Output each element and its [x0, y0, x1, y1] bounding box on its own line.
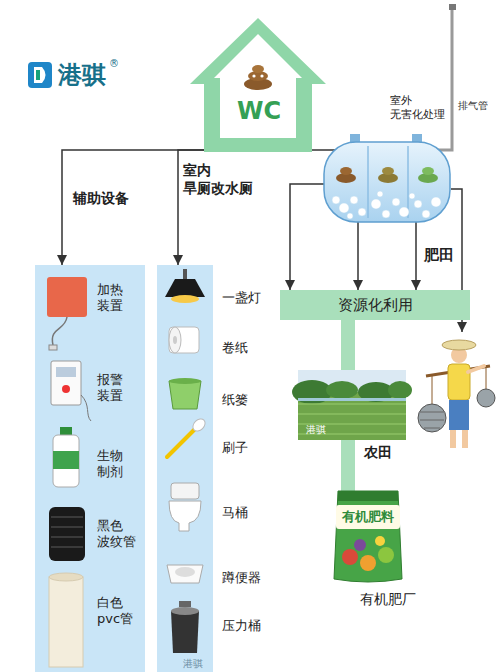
house-wc: WC — [188, 16, 328, 154]
green-bar — [348, 320, 349, 370]
flow-arrow-segment — [62, 150, 204, 265]
panel-heading: 室内 旱厕改水厕 — [183, 162, 257, 197]
fertilizer-bag-shape — [330, 485, 406, 585]
part-name: 报警 装置 — [97, 372, 139, 405]
part-name: 生物 制剂 — [97, 448, 139, 481]
fertilizer-bag: 有机肥料有机肥厂 — [330, 485, 406, 585]
process-label: 资源化利用 — [280, 290, 470, 320]
logo-icon — [28, 62, 52, 88]
part-name: 卷纸 — [222, 340, 248, 356]
reuse-box: 资源化利用 — [280, 290, 470, 320]
registered-mark: ® — [109, 58, 119, 71]
pipe-line-segment — [312, 149, 335, 151]
flow-arrow — [62, 150, 204, 265]
part-name: 排气管 — [458, 100, 488, 113]
watermark: 港骐 — [306, 424, 326, 437]
farmer-figure — [418, 340, 495, 448]
bag-label: 有机肥料 — [338, 509, 398, 525]
auxiliary-panel: 辅助设备 — [35, 265, 145, 672]
treatment-tank-shape — [322, 134, 452, 226]
part-name: 加热 装置 — [97, 282, 139, 315]
flow-arrow-segment — [415, 222, 417, 290]
photo-caption: 农田 — [364, 444, 392, 462]
part-name: 一盏灯 — [222, 290, 261, 306]
green-bar-segment — [341, 320, 355, 370]
indoor-panel: 室内 旱厕改水厕 — [157, 265, 213, 672]
flow-arrow-segment — [290, 184, 325, 290]
panel-heading: 辅助设备 — [73, 190, 129, 208]
flow-arrow — [290, 184, 416, 290]
brand-logo: 港骐 — [58, 60, 106, 90]
flow-label: 肥田 — [424, 246, 454, 265]
part-name: 马桶 — [222, 505, 248, 521]
indoor-panel-shape — [157, 265, 213, 672]
bag-caption: 有机肥厂 — [360, 591, 416, 609]
part-name: 纸篓 — [222, 392, 248, 408]
green-bar-segment — [341, 440, 355, 495]
vent-pipe — [437, 4, 456, 150]
auxiliary-panel-shape — [35, 265, 145, 672]
watermark: 港骐 — [183, 658, 203, 671]
part-name: 黑色 波纹管 — [97, 518, 139, 551]
treatment-tank: 室外 无害化处理 — [322, 134, 452, 226]
wc-label: WC — [237, 96, 281, 126]
pipe-line — [312, 150, 335, 151]
part-name: 压力桶 — [222, 618, 261, 634]
house-wc-shape — [188, 16, 328, 154]
green-bar — [348, 440, 349, 495]
flow-arrow-segment — [357, 222, 359, 290]
part-name: 刷子 — [222, 440, 248, 456]
tank-heading: 室外 无害化处理 — [390, 94, 452, 122]
part-name: 白色 pvc管 — [97, 595, 139, 628]
part-name: 蹲便器 — [222, 570, 261, 586]
